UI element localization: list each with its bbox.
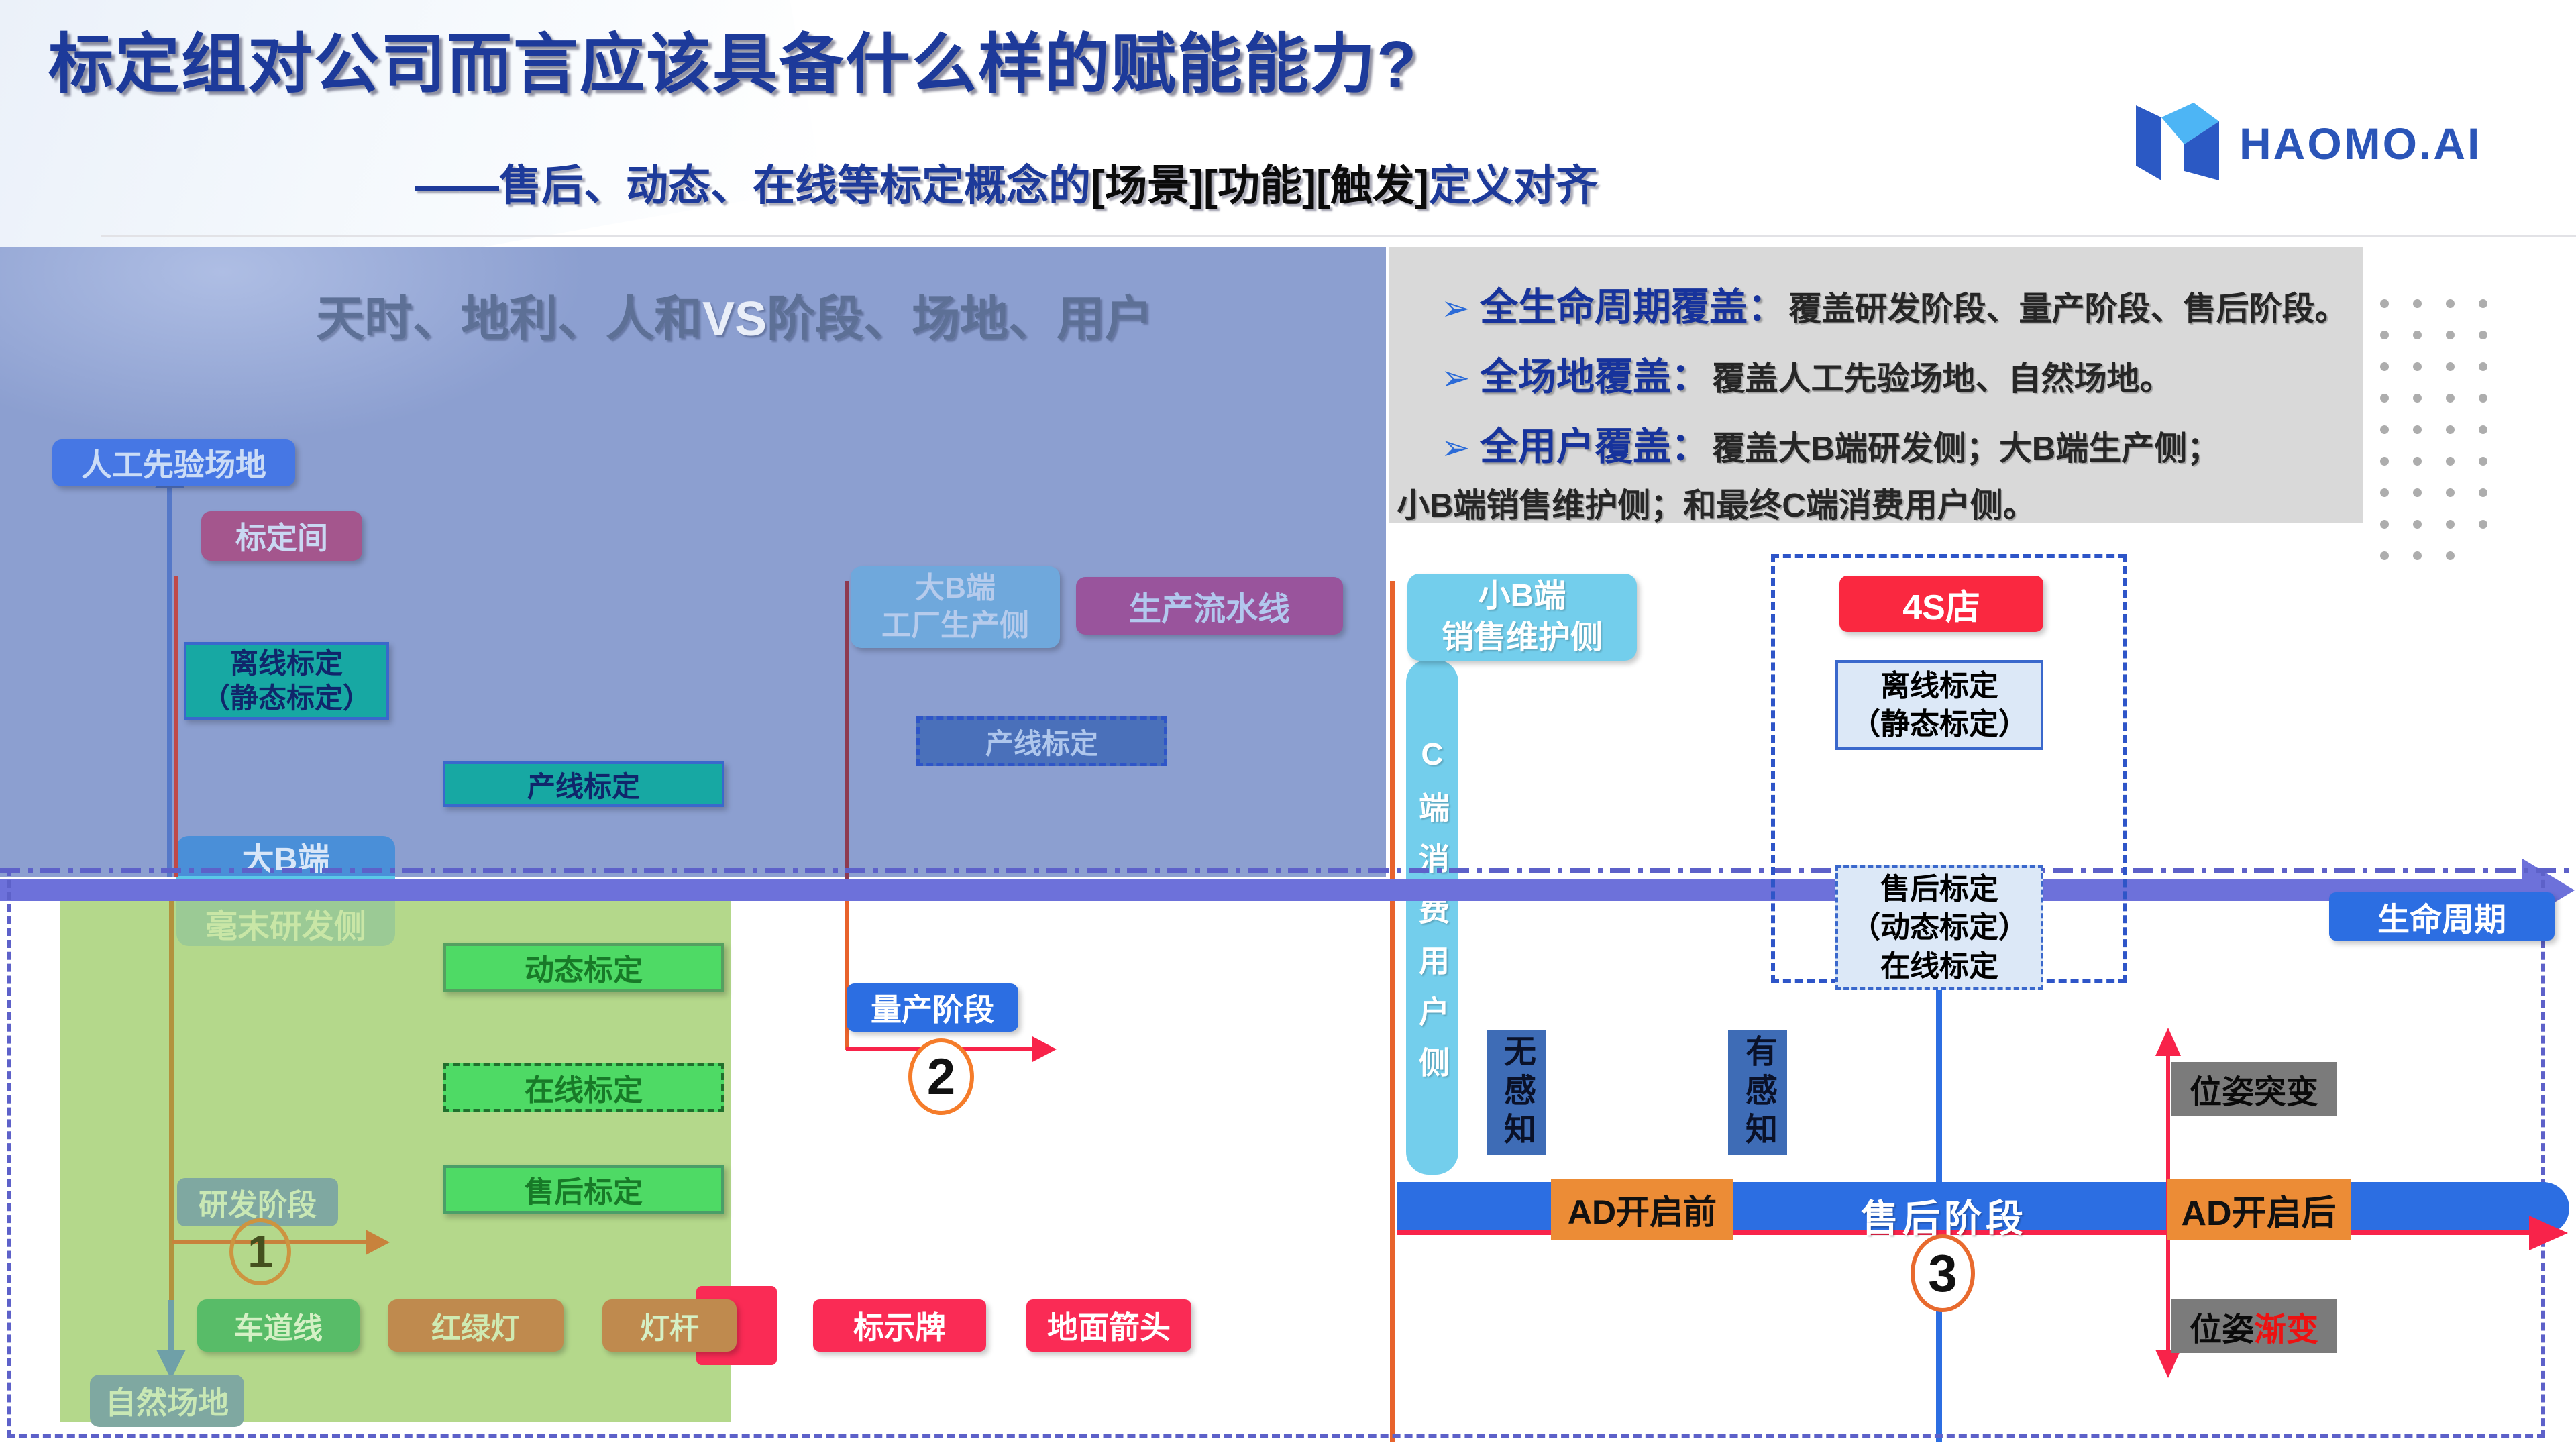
heading-vs: VS	[702, 292, 767, 346]
page-title: 标定组对公司而言应该具备什么样的赋能能力?	[48, 28, 1418, 101]
heading-right: 阶段、场地、用户	[767, 292, 1154, 346]
dashed-frame	[7, 868, 2545, 1438]
offline-calibration-line1: 离线标定	[229, 647, 343, 679]
pose-axis-arrowhead-up	[2155, 1028, 2181, 1056]
stage2-arrowhead	[1032, 1036, 1057, 1062]
left-axis-line-teal	[168, 1300, 174, 1351]
pose-gradual-change-box: 位姿渐变	[2171, 1299, 2337, 1353]
shop-4s-box: 4S店	[1839, 576, 2043, 632]
bullet-1-label: 全生命周期覆盖：	[1480, 286, 1786, 329]
lifecycle-label: 生命周期	[2329, 892, 2555, 941]
left-axis-line-blue	[167, 486, 172, 877]
bullet-3-desc: 覆盖大B端研发侧；大B端生产侧；	[1712, 431, 2220, 467]
bullet-line-2: ➢ 全场地覆盖： 覆盖人工先验场地、自然场地。	[1441, 346, 2173, 401]
header-divider-line	[101, 235, 2576, 237]
bullet-1-desc: 覆盖研发阶段、量产阶段、售后阶段。	[1788, 291, 2348, 327]
factory-axis-line-darkred	[845, 581, 849, 879]
offline-calibration-box-right: 离线标定 （静态标定）	[1835, 660, 2043, 750]
haomo-logo-icon	[2135, 101, 2220, 186]
dynamic-calibration-box: 动态标定	[443, 943, 724, 992]
big-b-factory-line2: 工厂生产侧	[881, 609, 1029, 642]
subtitle-suffix: 定义对齐	[1428, 162, 1598, 209]
aftersales-box-line1: 售后标定	[1880, 873, 1998, 906]
natural-field-box: 自然场地	[90, 1375, 244, 1427]
step-3-marker: 3	[1911, 1234, 1975, 1312]
small-b-sales-box: 小B端 销售维护侧	[1407, 574, 1637, 661]
mass-production-stage-box: 量产阶段	[847, 983, 1018, 1032]
haomo-logo-text: HAOMO.AI	[2239, 118, 2482, 168]
has-perception-box: 有感知	[1728, 1030, 1787, 1155]
blue-panel-heading: 天时、地利、人和VS阶段、场地、用户	[288, 279, 1181, 350]
step-2-marker: 2	[908, 1038, 974, 1115]
info-panel	[1389, 247, 2363, 523]
ground-arrow-box: 地面箭头	[1026, 1299, 1191, 1352]
user-axis-line-orange	[1390, 581, 1395, 1442]
lane-line-box: 车道线	[197, 1299, 360, 1352]
production-line-calibration-dashed-box: 产线标定	[916, 716, 1167, 766]
aftersales-red-line	[1397, 1230, 2533, 1235]
bullet-line-1: ➢ 全生命周期覆盖： 覆盖研发阶段、量产阶段、售后阶段。	[1441, 276, 2348, 331]
aftersales-calibration-box: 售后标定	[443, 1165, 724, 1214]
calibration-room-box: 标定间	[201, 511, 362, 561]
small-b-line1: 小B端	[1478, 578, 1566, 614]
pose-sudden-change-box: 位姿突变	[2171, 1062, 2337, 1116]
c-end-user-bar: C端消费用户侧	[1406, 659, 1458, 1175]
aftersales-red-arrowhead	[2529, 1216, 2568, 1250]
rd-stage-box: 研发阶段	[177, 1178, 338, 1226]
big-b-factory-box: 大B端 工厂生产侧	[851, 566, 1060, 648]
bullet-arrow-icon: ➢	[1441, 359, 1470, 398]
aftersales-box-line3: 在线标定	[1880, 949, 1998, 983]
online-calibration-box: 在线标定	[443, 1063, 724, 1112]
offline-calibration-box-left: 离线标定 （静态标定）	[184, 642, 389, 720]
factory-axis-line-orange	[845, 901, 849, 1050]
left-axis-line-olive	[169, 899, 174, 1301]
pose-axis-arrowhead-down	[2155, 1350, 2181, 1378]
lifecycle-dashed-line	[0, 868, 2576, 873]
bullet-line-4: 小B端销售维护侧；和最终C端消费用户侧。	[1397, 488, 2036, 524]
haomo-logo: HAOMO.AI	[2135, 101, 2481, 186]
bullet-3-label: 全用户覆盖：	[1480, 425, 1710, 468]
production-line-calibration-box: 产线标定	[443, 761, 724, 807]
production-assembly-line-box: 生产流水线	[1076, 577, 1343, 635]
heading-left: 天时、地利、人和	[315, 292, 702, 346]
bullet-line-3: ➢ 全用户覆盖： 覆盖大B端研发侧；大B端生产侧；	[1441, 416, 2220, 471]
no-perception-box: 无感知	[1487, 1030, 1546, 1155]
big-b-factory-line1: 大B端	[915, 571, 996, 604]
light-pole-box: 灯杆	[602, 1299, 737, 1352]
aftersales-stage-label: 售后阶段	[1861, 1197, 2027, 1240]
aftersales-combined-box: 售后标定 （动态标定） 在线标定	[1835, 865, 2043, 990]
subtitle-brackets: [场景][功能][触发]	[1091, 162, 1429, 209]
ad-before-box: AD开启前	[1551, 1179, 1733, 1240]
bullet-arrow-icon: ➢	[1441, 429, 1470, 468]
sign-board-box: 标示牌	[813, 1299, 986, 1352]
bullet-2-desc: 覆盖人工先验场地、自然场地。	[1712, 361, 2173, 397]
left-axis-arrowhead-down	[156, 1350, 186, 1379]
small-b-line2: 销售维护侧	[1441, 620, 1603, 655]
left-axis-line-red	[174, 576, 178, 877]
offline-calibration-line2: （静态标定）	[201, 682, 371, 714]
aftersales-box-line2: （动态标定）	[1851, 911, 2028, 945]
dot-grid	[2380, 299, 2487, 583]
step-1-marker: 1	[229, 1218, 291, 1285]
artificial-prior-field-box: 人工先验场地	[52, 439, 295, 486]
lifecycle-axis-bar	[0, 879, 2528, 901]
bullet-2-label: 全场地覆盖：	[1480, 356, 1710, 398]
bullet-arrow-icon: ➢	[1441, 289, 1470, 328]
pose-gradual-prefix: 位姿	[2189, 1312, 2254, 1348]
pose-gradual-highlight: 渐变	[2254, 1312, 2319, 1348]
ad-after-box: AD开启后	[2167, 1179, 2351, 1240]
stage1-arrowhead	[366, 1230, 390, 1255]
page-subtitle: ——售后、动态、在线等标定概念的[场景][功能][触发]定义对齐	[415, 152, 1598, 213]
offline-right-line1: 离线标定	[1880, 669, 1998, 702]
offline-right-line2: （静态标定）	[1851, 708, 2028, 741]
traffic-light-box: 红绿灯	[388, 1299, 564, 1352]
big-b-rd-line2: 毫末研发侧	[176, 900, 395, 946]
subtitle-prefix: ——售后、动态、在线等标定概念的	[415, 162, 1091, 209]
